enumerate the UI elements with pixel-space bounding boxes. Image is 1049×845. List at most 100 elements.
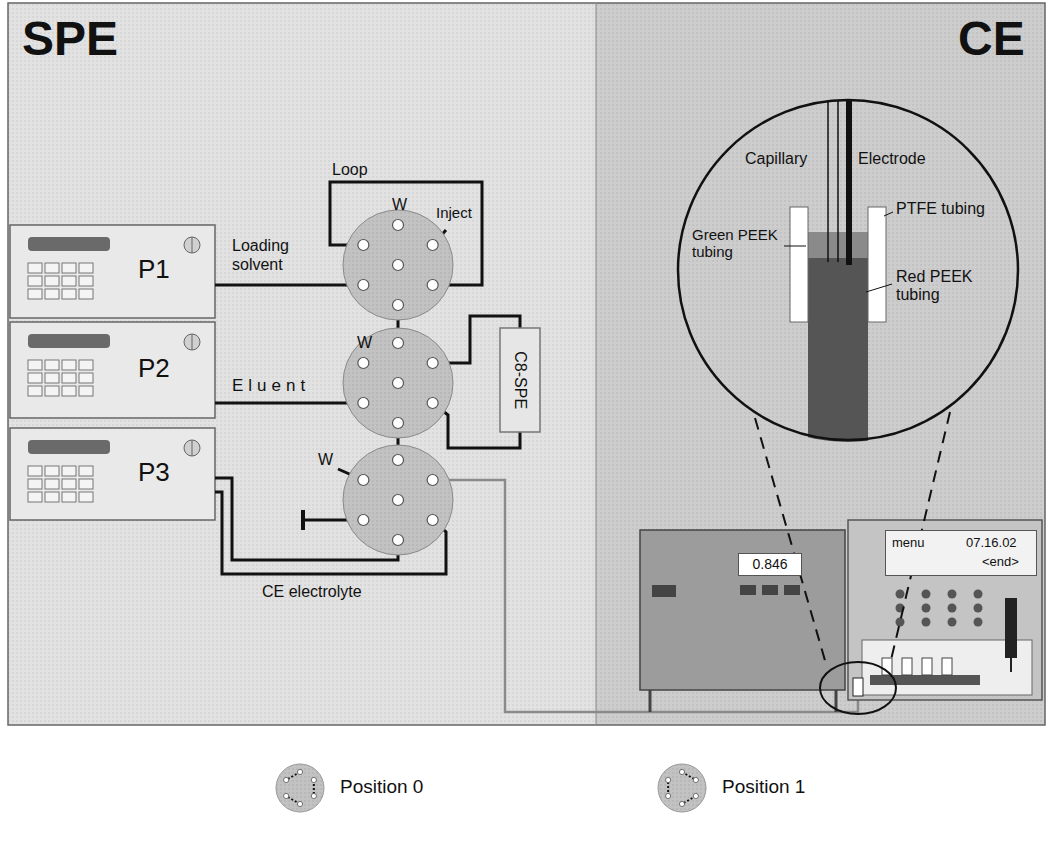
autosampler-button bbox=[948, 618, 957, 627]
panel-title: CECapillaryElectrodePTFE tubingGreen PEE… bbox=[596, 3, 1045, 725]
autosampler-button bbox=[922, 590, 931, 599]
icon-port bbox=[693, 777, 698, 782]
valve-port bbox=[358, 398, 369, 409]
ce-panel-ground bbox=[596, 3, 1045, 725]
pump-key bbox=[45, 373, 59, 383]
switching-valve bbox=[343, 328, 453, 438]
pump-knob-mark bbox=[192, 440, 193, 456]
node-text: C8-SPE bbox=[511, 351, 529, 409]
instrument-leg bbox=[649, 690, 652, 712]
pump-box: P1 bbox=[10, 225, 215, 318]
electrode-wire bbox=[846, 100, 852, 265]
pump-key bbox=[28, 492, 42, 502]
valve-port bbox=[393, 495, 404, 506]
flow-label: CE electrolyte bbox=[262, 582, 362, 601]
pump-key bbox=[45, 289, 59, 299]
pump-body bbox=[10, 225, 215, 318]
waste-label: W bbox=[318, 450, 333, 469]
figure-border bbox=[8, 3, 1045, 725]
autosampler-button bbox=[974, 590, 983, 599]
sampler-arm bbox=[1005, 598, 1017, 658]
valve-port bbox=[393, 338, 404, 349]
pump-display bbox=[28, 237, 110, 251]
valve-port bbox=[358, 475, 369, 486]
capillary-wall bbox=[827, 100, 829, 262]
pump-key bbox=[62, 276, 76, 286]
pump-key bbox=[28, 276, 42, 286]
pump-key bbox=[79, 479, 93, 489]
panel-title: SPE P1P2P3 C8-SPE bbox=[8, 3, 596, 725]
magnifier-ring bbox=[678, 100, 1018, 440]
pump-knob bbox=[184, 334, 200, 350]
icon-body bbox=[658, 764, 706, 812]
pump-key bbox=[79, 492, 93, 502]
valve-port bbox=[427, 358, 438, 369]
pump-key bbox=[62, 360, 76, 370]
pump-key bbox=[79, 360, 93, 370]
pump-display bbox=[28, 440, 110, 454]
node-text: 0.846 bbox=[752, 556, 787, 572]
panel-ground bbox=[8, 3, 1045, 725]
node-text: P3 bbox=[138, 458, 170, 488]
pump-key bbox=[45, 386, 59, 396]
pump-key bbox=[28, 373, 42, 383]
pump-key bbox=[79, 263, 93, 273]
pump-key bbox=[28, 289, 42, 299]
red-peek-tubing bbox=[808, 258, 868, 458]
valve-body bbox=[343, 328, 453, 438]
icon-port bbox=[666, 777, 671, 782]
ce-button bbox=[740, 585, 756, 595]
valve-port bbox=[427, 280, 438, 291]
sampler-display: menu07.16.02<end> bbox=[885, 530, 1037, 576]
autosampler bbox=[848, 520, 1042, 700]
valve-port bbox=[358, 358, 369, 369]
node-text: P2 bbox=[138, 354, 170, 384]
capillary-wall bbox=[837, 100, 839, 262]
ce-display: 0.846 bbox=[738, 553, 802, 576]
pump-body bbox=[10, 428, 215, 520]
node-text: <end> bbox=[982, 555, 1019, 570]
flow-label: Loop bbox=[332, 160, 368, 179]
valve-port bbox=[393, 455, 404, 466]
autosampler-button bbox=[922, 604, 931, 613]
icon-port bbox=[297, 769, 302, 774]
tubing bbox=[215, 182, 858, 712]
node-text: Red PEEK tubing bbox=[896, 268, 978, 305]
autosampler-button bbox=[948, 590, 957, 599]
pump-display bbox=[28, 334, 110, 348]
valve-body bbox=[343, 210, 453, 320]
pump-knob-mark bbox=[192, 334, 193, 350]
icon-port bbox=[311, 793, 316, 798]
icon-body bbox=[276, 764, 324, 812]
interface-piece bbox=[853, 678, 863, 696]
flow-label: Inject bbox=[436, 204, 472, 222]
flow-label: Eluent bbox=[232, 376, 310, 396]
spe-column: C8-SPE bbox=[500, 328, 540, 432]
pump-box: P2 bbox=[10, 322, 215, 418]
pump-key bbox=[62, 386, 76, 396]
legend-text: Position 0 bbox=[340, 776, 423, 799]
stopper-plug bbox=[301, 510, 305, 530]
valve-port bbox=[427, 398, 438, 409]
valve-port bbox=[358, 515, 369, 526]
pump-knob-mark bbox=[192, 237, 193, 253]
autosampler-body bbox=[848, 520, 1042, 700]
ce-button bbox=[762, 585, 778, 595]
pump-knob bbox=[184, 237, 200, 253]
tube bbox=[215, 402, 363, 405]
icon-port bbox=[311, 777, 316, 782]
pump-key bbox=[62, 479, 76, 489]
valve-port bbox=[358, 280, 369, 291]
pump-box: P3 bbox=[10, 428, 215, 520]
magnifier-circle: CapillaryElectrodePTFE tubingGreen PEEK … bbox=[676, 98, 1020, 442]
node-text: SPE bbox=[22, 11, 118, 66]
icon-port bbox=[284, 793, 289, 798]
pump-key bbox=[62, 373, 76, 383]
valve-port bbox=[393, 300, 404, 311]
valve-port bbox=[393, 418, 404, 429]
pump-key bbox=[62, 466, 76, 476]
pump-unit bbox=[10, 225, 215, 318]
autosampler-button bbox=[922, 618, 931, 627]
pump-key bbox=[45, 466, 59, 476]
